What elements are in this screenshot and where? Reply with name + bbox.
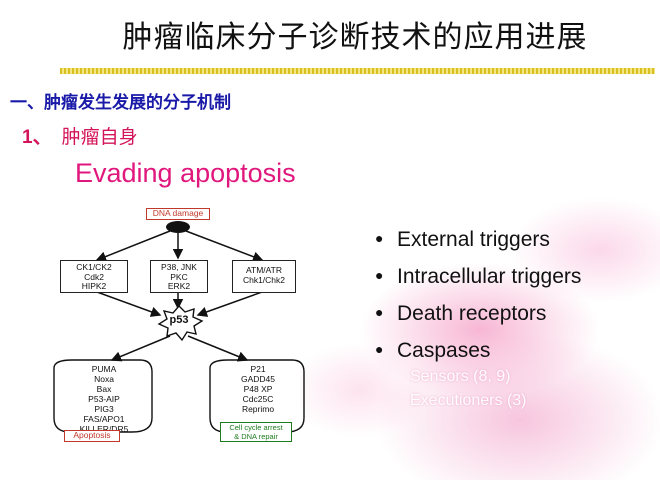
- bullet-text: Intracellular triggers: [397, 265, 582, 288]
- diagram-connectors: [53, 221, 305, 433]
- cell-cycle-arrest-label: Cell cycle arrest & DNA repair: [220, 422, 292, 442]
- bullet-dot-icon: ●: [375, 267, 384, 283]
- gene-fas-apo1: FAS/APO1: [83, 414, 125, 424]
- section-heading: 一、肿瘤发生发展的分子机制: [10, 93, 231, 113]
- gene-noxa: Noxa: [94, 374, 114, 384]
- bullet-dot-icon: ●: [375, 341, 384, 357]
- kinase-box-1-line-3: HIPK2: [81, 281, 107, 291]
- gene-pig3: PIG3: [94, 404, 114, 414]
- subheading-text: 肿瘤自身: [61, 126, 138, 148]
- p53-label: p53: [169, 314, 189, 326]
- bullet-text: Death receptors: [397, 302, 547, 325]
- sub-list-item: Sensors (8, 9): [410, 368, 511, 385]
- gene-p21: P21: [250, 364, 266, 374]
- subheading: 1、肿瘤自身: [22, 122, 138, 149]
- kinase-box-2-line-2: PKC: [170, 271, 188, 282]
- cell-cycle-arrest-line-1: Cell cycle arrest: [229, 423, 283, 432]
- gene-cdc25c: Cdc25C: [242, 394, 274, 404]
- apoptosis-label: Apoptosis: [64, 430, 120, 442]
- p53-star: [157, 304, 204, 342]
- gene-bax: Bax: [96, 384, 112, 394]
- bullet-dot-icon: ●: [375, 304, 384, 320]
- gene-killer-dr5: KILLER/DR5: [79, 424, 129, 434]
- list-item: ● External triggers: [375, 228, 581, 265]
- subheading-number: 1、: [22, 127, 52, 148]
- gene-reprimo: Reprimo: [241, 404, 275, 414]
- kinase-box-1: CK1/CK2 Cdk2 HIPK2: [60, 260, 128, 293]
- list-item: ● Intracellular triggers: [375, 265, 581, 302]
- dna-damage-ellipse: [166, 221, 190, 233]
- kinase-box-1-line-2: Cdk2: [84, 271, 104, 282]
- cell-cycle-arrest-line-2: & DNA repair: [234, 431, 278, 441]
- gene-puma: PUMA: [91, 364, 117, 374]
- kinase-box-2: P38, JNK PKC ERK2: [150, 260, 208, 293]
- sub-bullet-list: Sensors (8, 9) Executioners (3): [410, 368, 527, 416]
- floral-background: [300, 190, 660, 480]
- gene-gadd45: GADD45: [240, 374, 275, 384]
- kinase-box-1-line-1: CK1/CK2: [76, 262, 112, 272]
- list-item: ● Caspases: [375, 339, 581, 376]
- kinase-box-3-line-2: Chk1/Chk2: [242, 274, 286, 285]
- apoptosis-gene-list: PUMA Noxa Bax P53-AIP PIG3 FAS/APO1 KILL…: [62, 364, 146, 434]
- sub-list-item: Executioners (3): [410, 392, 527, 409]
- p53-pathway-diagram: DNA damage CK1/CK2 Cdk2 HIPK2 P38, JNK P…: [42, 200, 332, 450]
- arrest-gene-list: P21 GADD45 P48 XP Cdc25C Reprimo: [218, 364, 298, 414]
- kinase-box-2-line-3: ERK2: [167, 281, 191, 291]
- kinase-box-2-line-1: P38, JNK: [161, 262, 197, 272]
- list-item: ● Death receptors: [375, 302, 581, 339]
- slide-title: 肿瘤临床分子诊断技术的应用进展: [122, 20, 588, 55]
- bullet-dot-icon: ●: [375, 230, 384, 246]
- gene-p48-xp: P48 XP: [243, 384, 273, 394]
- gene-p53-aip: P53-AIP: [88, 394, 120, 404]
- title-divider: [60, 68, 655, 74]
- bullet-list: ● External triggers ● Intracellular trigge…: [375, 228, 581, 376]
- bullet-text: Caspases: [397, 339, 491, 362]
- kinase-box-3: ATM/ATR Chk1/Chk2: [232, 260, 296, 293]
- bullet-text: External triggers: [397, 228, 550, 251]
- dna-damage-label: DNA damage: [146, 208, 210, 220]
- kinase-box-3-line-1: ATM/ATR: [245, 265, 283, 275]
- topic-heading: Evading apoptosis: [75, 158, 296, 188]
